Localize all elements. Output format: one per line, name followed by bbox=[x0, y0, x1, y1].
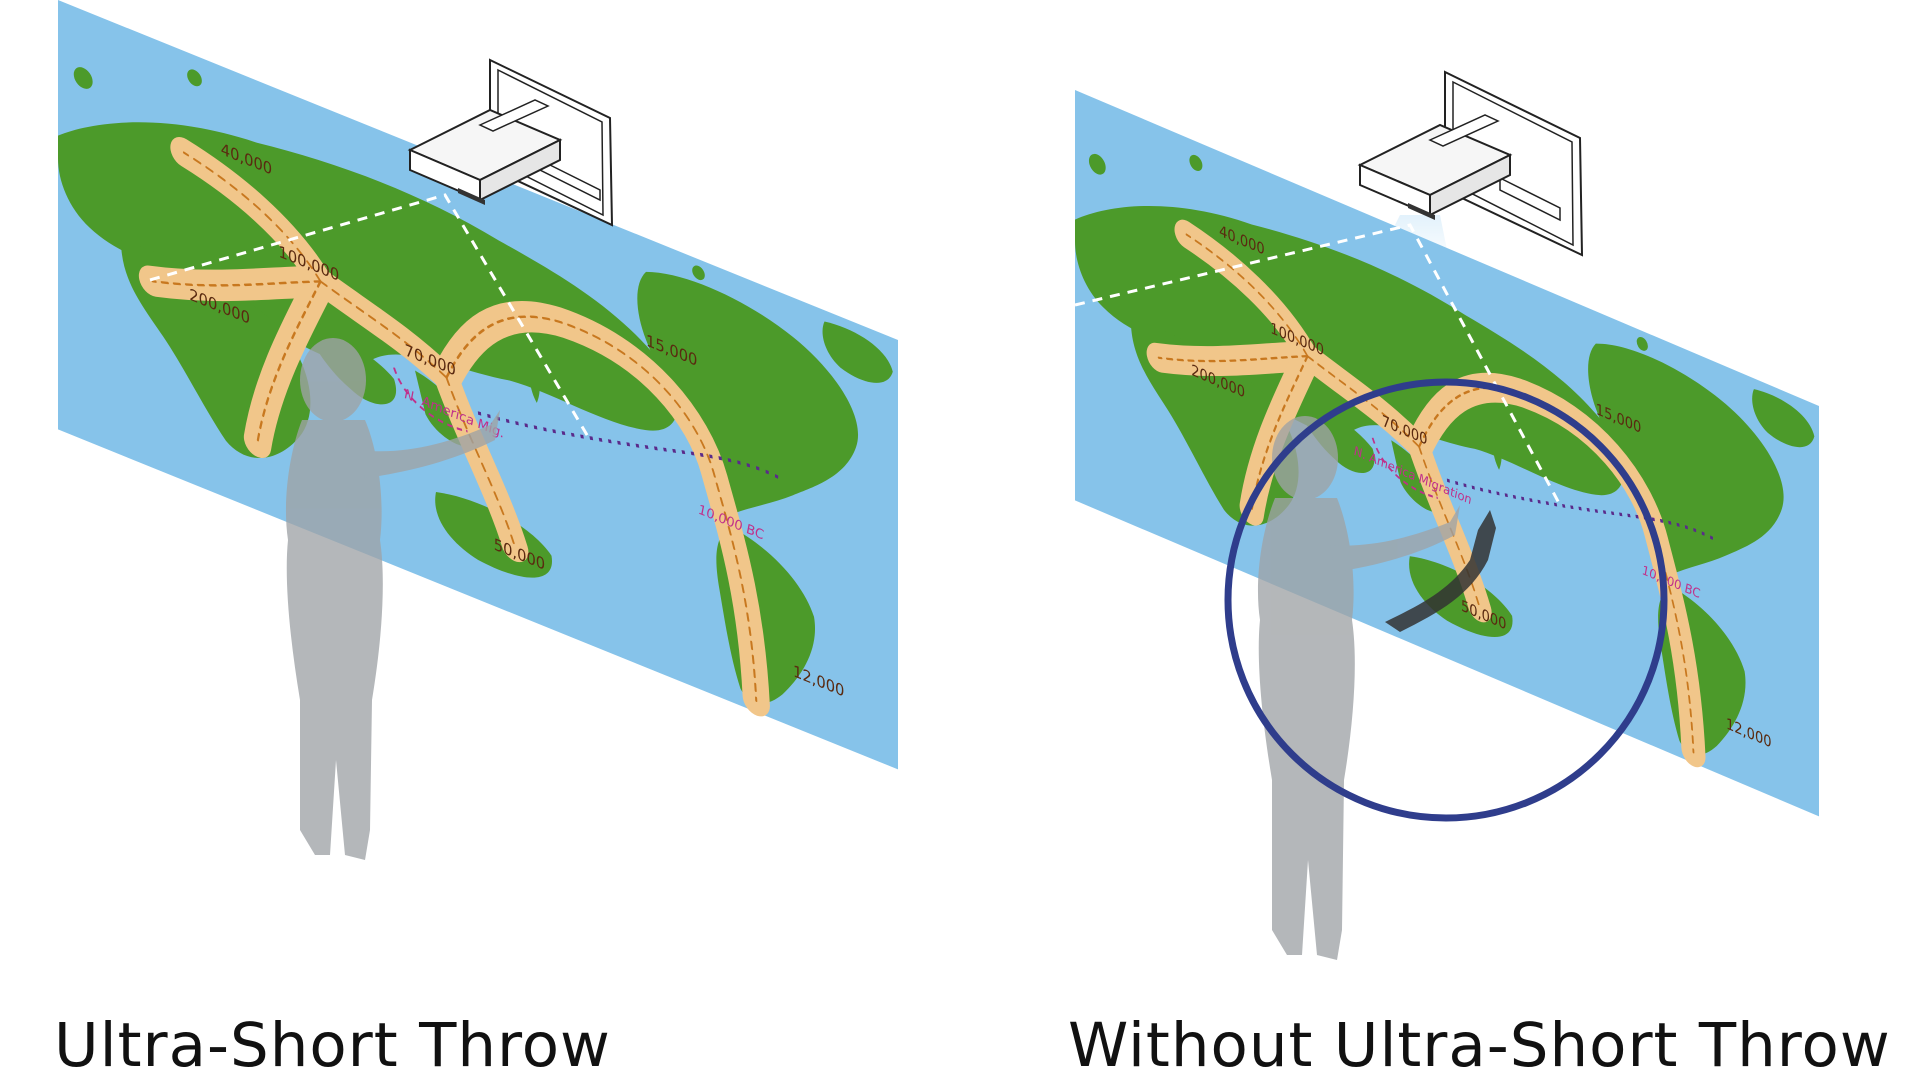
projected-map: 40,000 100,000 200,000 70,000 15,000 50,… bbox=[58, 0, 898, 769]
right-panel: 40,000 100,000 200,000 70,000 15,000 50,… bbox=[1074, 70, 1819, 960]
projector-icon bbox=[1357, 70, 1584, 257]
arm-shadow bbox=[1385, 510, 1496, 632]
caption-without-ultra-short-throw: Without Ultra-Short Throw bbox=[1068, 1010, 1891, 1081]
caption-ultra-short-throw: Ultra-Short Throw bbox=[54, 1010, 611, 1081]
person-silhouette-icon bbox=[285, 338, 500, 860]
guideline-dashed bbox=[1074, 223, 1562, 506]
projected-map: 40,000 100,000 200,000 70,000 15,000 50,… bbox=[1075, 90, 1819, 816]
shadow-highlight-circle-icon bbox=[1224, 378, 1668, 822]
person-silhouette-icon bbox=[1257, 416, 1460, 960]
projector-icon bbox=[407, 58, 614, 227]
left-panel: 40,000 100,000 200,000 70,000 15,000 50,… bbox=[58, 0, 898, 860]
guideline-dashed bbox=[149, 193, 592, 441]
